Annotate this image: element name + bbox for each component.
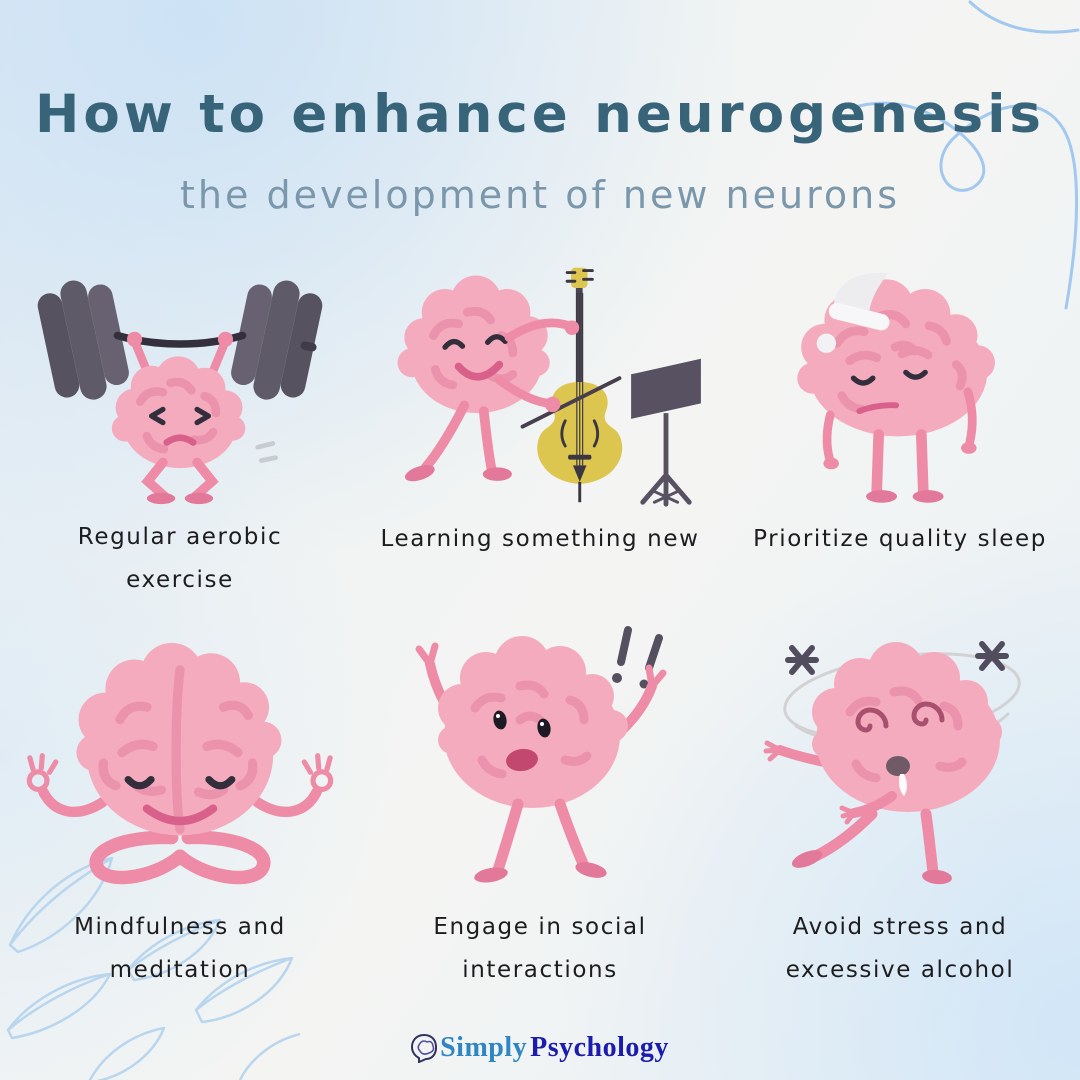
brain-wearing-nightcap-illustration bbox=[797, 272, 995, 503]
caption-line: Learning something new bbox=[380, 526, 700, 552]
brain-meditating-illustration bbox=[26, 642, 334, 885]
caption-line: Regular aerobic bbox=[77, 524, 283, 550]
card-learning-something-new: Learning something new bbox=[360, 252, 720, 596]
caption-line: Mindfulness and bbox=[74, 914, 286, 940]
caption-line: Engage in social bbox=[433, 914, 647, 940]
card-mindfulness-and-meditation: Mindfulness and meditation bbox=[0, 596, 360, 1026]
card-regular-aerobic-exercise: Regular aerobic exercise bbox=[0, 252, 360, 596]
caption: Avoid stress and excessive alcohol bbox=[786, 906, 1015, 992]
caption-line: excessive alcohol bbox=[785, 957, 1015, 983]
caption: Regular aerobic exercise bbox=[78, 516, 282, 602]
page-title: How to enhance neurogenesis bbox=[35, 84, 1045, 145]
caption-line: interactions bbox=[462, 957, 618, 983]
card-avoid-stress-and-excessive-alcohol: Avoid stress and excessive alcohol bbox=[720, 596, 1080, 1026]
brand-name-simply: Simply bbox=[440, 1032, 528, 1063]
header: How to enhance neurogenesis the developm… bbox=[0, 84, 1080, 217]
caption-line: Prioritize quality sleep bbox=[753, 526, 1047, 552]
brain-celebrating-illustration bbox=[415, 626, 667, 883]
caption: Mindfulness and meditation bbox=[74, 906, 286, 992]
caption-line: exercise bbox=[126, 567, 234, 593]
head-brain-logo-icon bbox=[411, 1033, 438, 1063]
brand-name-psychology: Psychology bbox=[530, 1032, 669, 1063]
cards-grid: Regular aerobic exercise bbox=[0, 252, 1080, 1026]
brain-lifting-barbell-illustration bbox=[37, 280, 323, 505]
caption-line: meditation bbox=[109, 957, 251, 983]
caption-line: Avoid stress and bbox=[792, 914, 1008, 940]
brain-dizzy-illustration bbox=[763, 641, 1021, 885]
caption: Engage in social interactions bbox=[433, 906, 646, 992]
caption: Prioritize quality sleep bbox=[753, 518, 1047, 561]
brain-playing-cello-illustration bbox=[397, 267, 701, 507]
card-prioritize-quality-sleep: Prioritize quality sleep bbox=[720, 252, 1080, 596]
card-engage-in-social-interactions: Engage in social interactions bbox=[360, 596, 720, 1026]
caption: Learning something new bbox=[381, 518, 700, 561]
page-subtitle: the development of new neurons bbox=[180, 173, 900, 217]
